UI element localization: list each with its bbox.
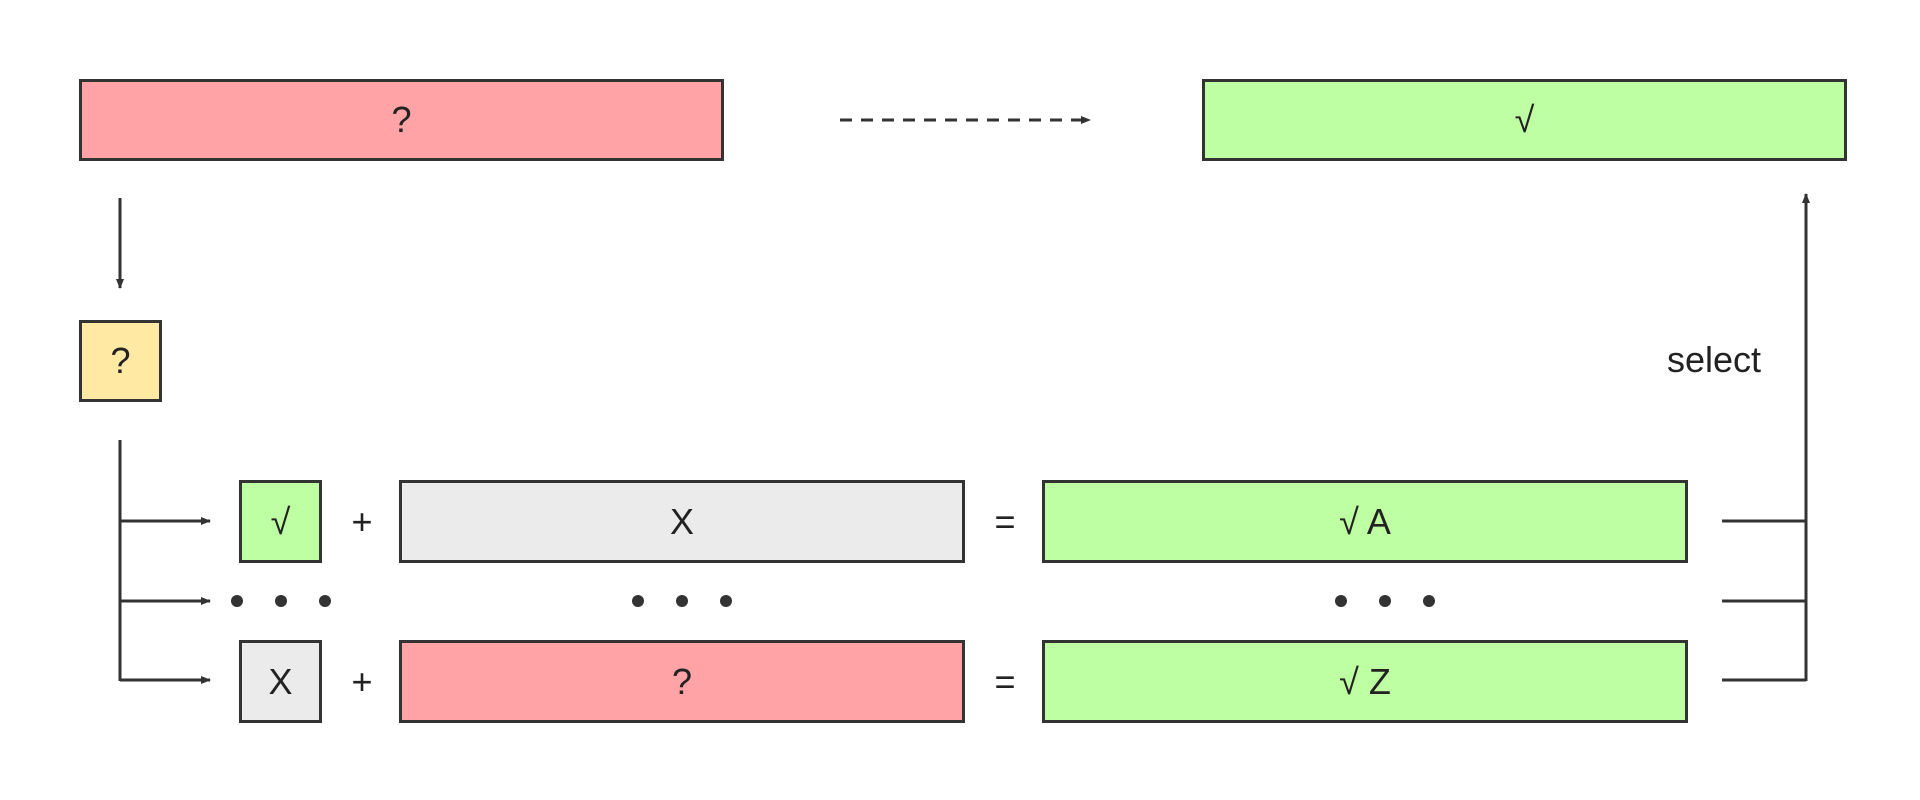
row-1-middle-box: X: [399, 480, 965, 563]
row-1-left-box: √: [239, 480, 322, 563]
row-2-equals: =: [994, 661, 1016, 702]
output-box: √: [1202, 79, 1847, 161]
row-1-equals: =: [994, 501, 1016, 542]
row-2-left-symbol: X: [268, 660, 293, 702]
row-2-left-box: X: [239, 640, 322, 723]
input-symbol: ?: [391, 99, 412, 140]
ellipsis-icon: [1335, 595, 1435, 607]
row-2-plus: +: [351, 661, 373, 702]
output-symbol: √: [1514, 99, 1535, 140]
select-label: select: [1666, 339, 1762, 380]
row-1-left-symbol: √: [270, 500, 291, 542]
row-2-result-box: √ Z: [1042, 640, 1688, 723]
query-symbol: ?: [110, 340, 131, 381]
row-1-result-box: √ A: [1042, 480, 1688, 563]
row-2-middle-box: ?: [399, 640, 965, 723]
query-box: ?: [79, 320, 162, 402]
row-2-middle-symbol: ?: [671, 660, 693, 702]
input-box: ?: [79, 79, 724, 161]
row-2-result-label: √ Z: [1339, 660, 1391, 702]
row-1-middle-symbol: X: [669, 500, 694, 542]
ellipsis-icon: [632, 595, 732, 607]
row-1-result-label: √ A: [1339, 500, 1391, 542]
ellipsis-icon: [231, 595, 331, 607]
row-1-plus: +: [351, 501, 373, 542]
